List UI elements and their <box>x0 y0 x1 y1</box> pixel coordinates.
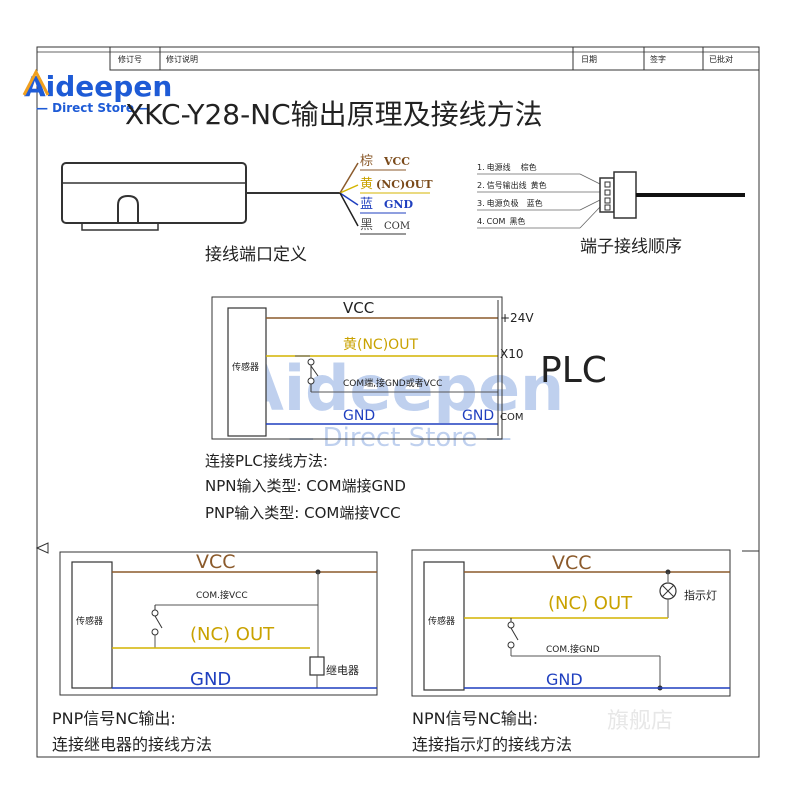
plc-pnp-caption: PNP输入类型: COM端接VCC <box>205 504 401 522</box>
relay-symbol <box>309 656 325 676</box>
pin-1-label: 1.电源线棕色 <box>477 162 537 172</box>
lamp-caption-1: NPN信号NC输出: <box>412 709 538 728</box>
watermark-tagline: — Direct Store — <box>288 423 511 453</box>
watermark: Aideepen — Direct Store — 旗舰店 <box>236 352 673 734</box>
logo-brand: Aideepen <box>24 70 172 103</box>
lamp-wiring-section: 传感器 VCC 指示灯 (NC) OUT COM.接GND GND NPN信号N… <box>411 549 731 754</box>
relay-label: 继电器 <box>326 664 359 677</box>
header-date: 日期 <box>581 55 597 64</box>
lamp-caption-2: 连接指示灯的接线方法 <box>412 735 572 754</box>
plc-vcc-label: VCC <box>343 299 374 317</box>
wire-signal-com: COM <box>384 221 410 232</box>
wire-signal-out: (NC)OUT <box>376 178 433 191</box>
wire-signal-gnd: GND <box>384 198 413 211</box>
wire-definition-caption: 接线端口定义 <box>205 245 307 265</box>
relay-caption-1: PNP信号NC输出: <box>52 709 176 728</box>
aideepen-logo: Aideepen — Direct Store — <box>22 68 172 115</box>
lamp-label: 指示灯 <box>684 588 717 602</box>
header-signature: 签字 <box>650 54 666 64</box>
wire-signal-vcc: VCC <box>383 155 410 168</box>
plc-com-label: COM <box>500 412 523 423</box>
lamp-gnd-label: GND <box>546 670 583 689</box>
left-edge-marker <box>35 542 49 554</box>
plc-com-note: COM端,接GND或者VCC <box>343 377 442 389</box>
relay-sensor-block <box>71 561 113 689</box>
wire-color-yellow: 黄 <box>360 177 373 192</box>
lamp-frame <box>411 549 731 697</box>
plc-npn-caption: NPN输入类型: COM端接GND <box>205 477 406 495</box>
pin-2-label: 2.信号输出线黄色 <box>477 180 547 190</box>
terminal-order-caption: 端子接线顺序 <box>580 237 682 257</box>
plc-frame <box>211 296 503 440</box>
relay-caption-2: 连接继电器的接线方法 <box>52 735 212 754</box>
plc-gnd-left: GND <box>343 408 375 424</box>
plc-method-caption: 连接PLC接线方法: <box>205 452 328 470</box>
plc-sensor-label: 传感器 <box>232 361 259 373</box>
logo-tagline: — Direct Store — <box>36 101 150 115</box>
plc-x10-label: X10 <box>500 347 524 361</box>
wire-definition-section: 棕 VCC 黄 (NC)OUT 蓝 GND 黑 COM 接线端口定义 <box>61 154 433 265</box>
header-approved: 已批对 <box>709 54 733 64</box>
plc-wiring-section: 传感器 VCC 黄(NC)OUT COM端,接GND或者VCC GND GND … <box>205 296 607 522</box>
pin-3-label: 3.电源负极蓝色 <box>477 198 543 208</box>
plc-sensor-block <box>227 307 267 437</box>
header-revision-no: 修订号 <box>118 54 142 64</box>
relay-wiring-section: 传感器 VCC COM.接VCC (NC) OUT 继电器 GND PNP信号N… <box>52 551 378 754</box>
lamp-sensor-label: 传感器 <box>428 615 455 627</box>
wire-color-blue: 蓝 <box>360 197 373 212</box>
relay-out-label: (NC) OUT <box>190 624 275 645</box>
relay-frame <box>59 551 378 696</box>
plc-gnd-right: GND <box>462 408 494 424</box>
relay-vcc-label: VCC <box>196 551 236 573</box>
sensor-body <box>61 162 247 224</box>
relay-gnd-label: GND <box>190 669 231 690</box>
relay-sensor-label: 传感器 <box>76 615 103 627</box>
lamp-out-label: (NC) OUT <box>548 593 633 614</box>
watermark-brand: Aideepen <box>236 352 564 425</box>
wire-color-black: 黑 <box>360 218 373 233</box>
revision-header-table: 修订号 修订说明 日期 签字 已批对 <box>109 46 760 71</box>
plc-24v-label: +24V <box>500 311 534 325</box>
plc-title: PLC <box>540 350 607 391</box>
watermark-shop: 旗舰店 <box>607 709 673 734</box>
lamp-com-note: COM.接GND <box>546 643 600 655</box>
lamp-vcc-label: VCC <box>552 552 592 574</box>
lamp-sensor-block <box>423 561 465 691</box>
plc-out-label: 黄(NC)OUT <box>343 336 418 353</box>
relay-com-note: COM.接VCC <box>196 589 248 601</box>
header-revision-desc: 修订说明 <box>166 54 198 64</box>
page-title: XKC-Y28-NC输出原理及接线方法 <box>125 98 543 131</box>
wire-color-brown: 棕 <box>360 154 373 169</box>
